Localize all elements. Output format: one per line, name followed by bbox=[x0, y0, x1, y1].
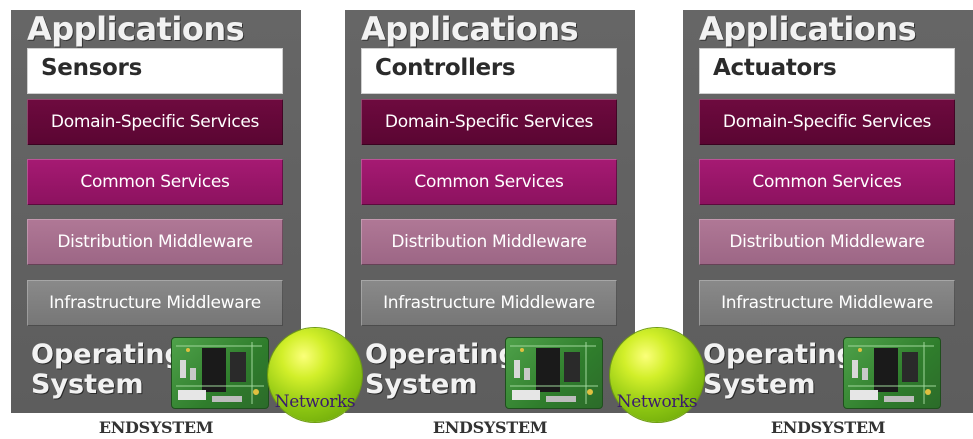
os-line-1: Operating bbox=[31, 339, 184, 370]
applications-heading: Applications bbox=[361, 10, 579, 48]
os-line-1: Operating bbox=[365, 339, 518, 370]
os-line-1: Operating bbox=[703, 339, 856, 370]
endsystem-label: ENDSYSTEM bbox=[98, 418, 214, 437]
endsystem-column-sensors: Applications Sensors Domain-Specific Ser… bbox=[11, 10, 301, 413]
operating-system-label: Operating System bbox=[31, 340, 184, 400]
application-label: Sensors bbox=[41, 55, 142, 81]
networks-label: Networks bbox=[616, 392, 698, 412]
circuit-board-icon bbox=[505, 337, 603, 409]
layer-distribution-middleware: Distribution Middleware bbox=[27, 219, 283, 265]
application-label: Controllers bbox=[375, 55, 516, 81]
application-box: Actuators bbox=[699, 48, 955, 94]
application-box: Controllers bbox=[361, 48, 617, 94]
network-globe-icon: Networks bbox=[610, 328, 704, 422]
application-box: Sensors bbox=[27, 48, 283, 94]
circuit-board-icon bbox=[171, 337, 269, 409]
applications-heading: Applications bbox=[699, 10, 917, 48]
layer-common-services: Common Services bbox=[699, 159, 955, 205]
networks-label: Networks bbox=[274, 392, 356, 412]
layer-infrastructure-middleware: Infrastructure Middleware bbox=[361, 280, 617, 326]
os-line-2: System bbox=[31, 369, 144, 400]
os-line-2: System bbox=[703, 369, 816, 400]
layer-infrastructure-middleware: Infrastructure Middleware bbox=[699, 280, 955, 326]
layer-infrastructure-middleware: Infrastructure Middleware bbox=[27, 280, 283, 326]
layer-common-services: Common Services bbox=[361, 159, 617, 205]
circuit-board-icon bbox=[843, 337, 941, 409]
endsystem-column-actuators: Applications Actuators Domain-Specific S… bbox=[683, 10, 973, 413]
layer-distribution-middleware: Distribution Middleware bbox=[699, 219, 955, 265]
layer-common-services: Common Services bbox=[27, 159, 283, 205]
endsystem-column-controllers: Applications Controllers Domain-Specific… bbox=[345, 10, 635, 413]
endsystem-label: ENDSYSTEM bbox=[770, 418, 886, 437]
operating-system-label: Operating System bbox=[365, 340, 518, 400]
endsystem-label: ENDSYSTEM bbox=[432, 418, 548, 437]
layer-distribution-middleware: Distribution Middleware bbox=[361, 219, 617, 265]
network-globe-icon: Networks bbox=[268, 328, 362, 422]
layer-domain-specific-services: Domain-Specific Services bbox=[361, 99, 617, 145]
applications-heading: Applications bbox=[27, 10, 245, 48]
layer-domain-specific-services: Domain-Specific Services bbox=[699, 99, 955, 145]
os-line-2: System bbox=[365, 369, 478, 400]
operating-system-label: Operating System bbox=[703, 340, 856, 400]
layer-domain-specific-services: Domain-Specific Services bbox=[27, 99, 283, 145]
application-label: Actuators bbox=[713, 55, 837, 81]
